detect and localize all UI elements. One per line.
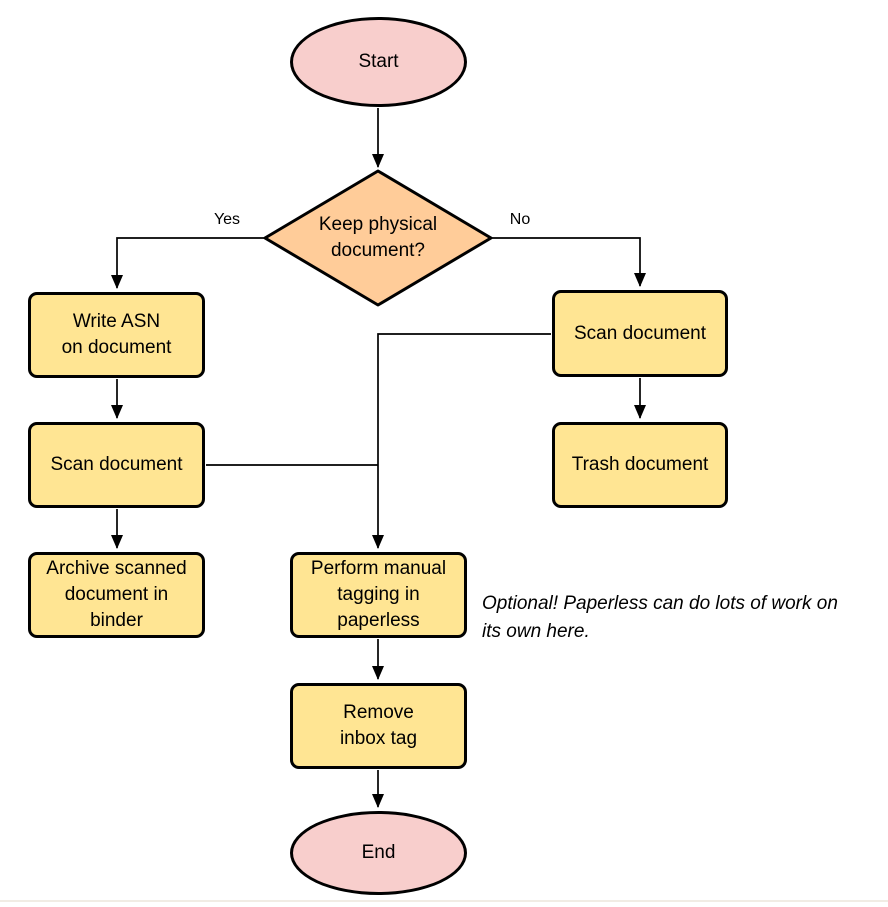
edge-decision-yes-to-write-asn (111, 237, 265, 289)
end-node-label: End (361, 842, 396, 863)
decision-node-label: Keep physical document? (318, 214, 438, 261)
manual-tagging-label: Perform manual tagging in paperless (310, 558, 447, 631)
archive-node: Archive scanned document in binder (28, 552, 205, 638)
edge-scan-right-to-tagging (372, 333, 551, 549)
remove-inbox-tag-node: Remove inbox tag (290, 683, 467, 769)
remove-inbox-tag-label: Remove inbox tag (339, 702, 418, 749)
scan-document-right-node: Scan document (552, 290, 728, 377)
start-node: Start (290, 17, 467, 107)
decision-diamond (263, 169, 493, 307)
edge-label-yes: Yes (213, 211, 241, 228)
edge-label-no: No (509, 211, 531, 228)
write-asn-node-label: Write ASN on document (61, 311, 172, 358)
scan-document-left-label: Scan document (50, 454, 183, 475)
scan-document-left-node: Scan document (28, 422, 205, 508)
scan-document-right-label: Scan document (573, 322, 707, 344)
annotation-note: Optional! Paperless can do lots of work … (482, 593, 838, 642)
edge-decision-no-to-scan-right (490, 237, 646, 287)
archive-node-label: Archive scanned document in binder (46, 558, 187, 631)
manual-tagging-node: Perform manual tagging in paperless (290, 552, 467, 638)
start-node-label: Start (358, 51, 399, 72)
trash-document-node: Trash document (552, 422, 728, 508)
trash-document-label: Trash document (571, 454, 709, 475)
write-asn-node: Write ASN on document (28, 292, 205, 378)
bottom-hairline (0, 900, 888, 902)
end-node: End (290, 811, 467, 895)
